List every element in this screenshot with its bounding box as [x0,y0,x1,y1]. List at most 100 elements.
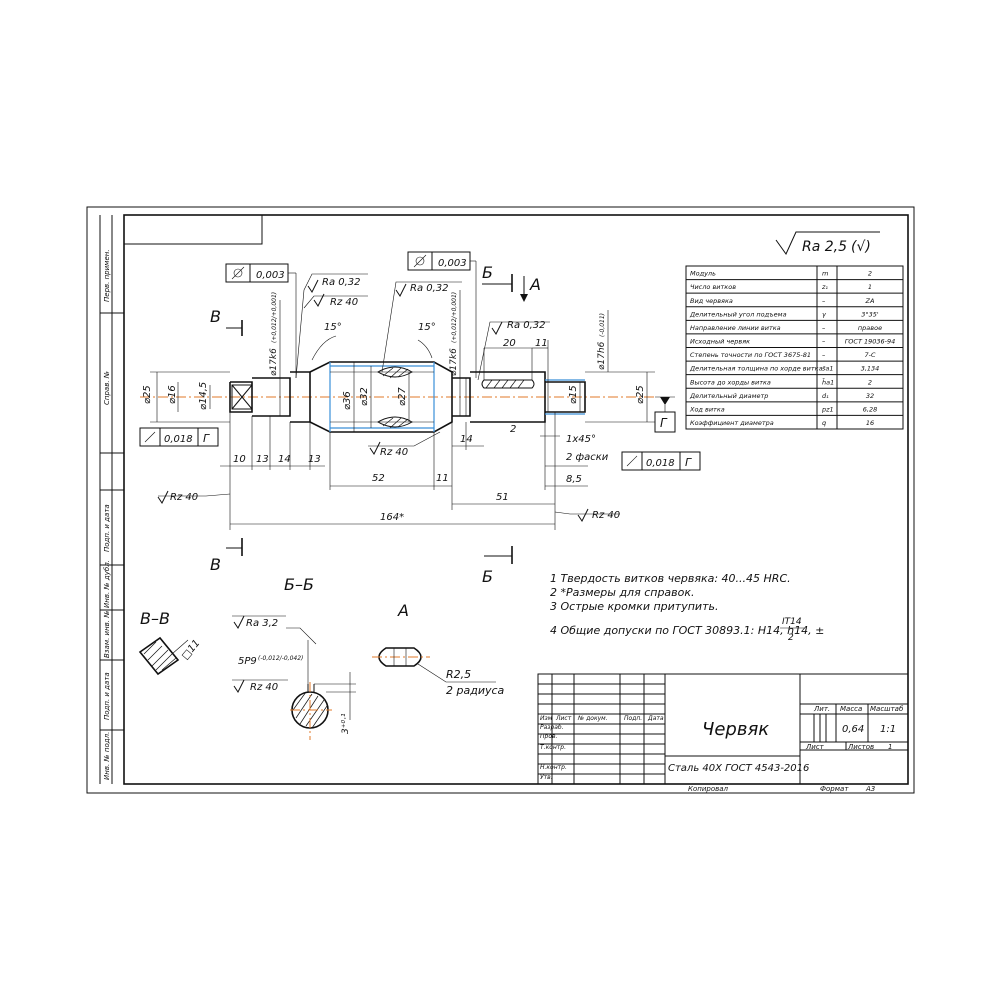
dim-d17k6-right-tol: (+0,012/+0,001) [451,292,458,343]
param-value: ZA [865,297,875,305]
len-14-b: 14 [460,434,473,445]
section-v-bottom: В [210,555,221,574]
param-name: Число витков [690,283,736,291]
tb-copied: Копировал [688,785,729,793]
param-symbol: h̄a1 [822,377,834,386]
angle-15-left: 15° [324,322,342,333]
tb-row-prov: Пров. [540,733,558,740]
dim-d17k6-left-tol: (+0,012/+0,001) [271,292,278,343]
side-label-2: Справ. № [103,371,111,405]
tol-cylindricity-1: 0,003 [256,270,285,281]
tb-row-nkontr: Н.контр. [540,764,567,771]
param-name: Делительный угол подъема [689,310,787,318]
dim-d17k6-left: ⌀17k6 [269,348,279,376]
rough-rz40-b: Rz 40 [380,447,408,458]
rough-ra032-b: Ra 0,32 [410,283,449,294]
param-symbol: pz1 [821,405,834,413]
tb-scale-label: Масштаб [870,705,904,713]
dim-d17h6: ⌀17h6 [597,341,607,370]
param-name: Ход витка [689,405,725,413]
param-symbol: z₁ [821,283,828,291]
tol-runout-1: 0,018 [164,434,193,445]
tb-mass: 0,64 [842,724,864,735]
tb-mass-label: Масса [840,705,862,713]
param-name: Делительный диаметр [689,392,768,400]
outer-frame [86,206,915,794]
tb-sheets-val: 1 [888,743,892,751]
param-name: Делительная толщина по хорде витка [689,365,823,373]
param-name: Направление линии витка [690,324,781,332]
dim-d17k6-right: ⌀17k6 [449,348,459,376]
side-label-6: Подп. и дата [103,672,111,720]
param-value: 2 [868,270,872,278]
tb-sheets: Листов [847,743,874,751]
param-value: 32 [866,392,874,400]
tb-row-utv: Утв. [540,774,553,781]
side-label-5: Взам. инв. № [103,610,111,658]
key-width: 5P9 [238,656,257,667]
tb-format-val: А3 [865,785,875,793]
param-symbol: – [822,351,825,359]
general-roughness-extra: (√) [851,239,871,255]
param-value: 2 [868,378,872,386]
param-symbol: d₁ [822,392,829,400]
side-strip: Перв. примен. Справ. № Подп. и дата Инв.… [99,215,124,784]
rough-rz40-d: Rz 40 [592,510,620,521]
param-value: 3°35' [861,310,879,318]
param-name: Вид червяка [690,297,733,305]
len-10: 10 [233,454,246,465]
note-4: 4 Общие допуски по ГОСТ 30893.1: H14, h1… [550,624,824,637]
len-8-5: 8,5 [566,474,582,485]
param-value: 16 [866,419,874,427]
datum-label: Г [660,416,668,430]
param-symbol: γ [822,310,827,318]
dim-d27: ⌀27 [397,387,408,406]
param-name: Модуль [690,270,716,278]
side-label-3: Подп. и дата [103,504,111,552]
dim-d25-left: ⌀25 [142,385,153,404]
len-52: 52 [372,473,385,484]
tb-col-doc: № докум. [577,715,608,722]
technical-notes: 1 Твердость витков червяка: 40...45 HRC.… [550,572,824,643]
side-label-4: Инв. № дубл. [103,560,111,608]
tb-row-tkontr: Т.контр. [540,744,566,751]
radius-count: 2 радиуса [446,684,505,697]
param-value: ГОСТ 19036-94 [845,338,896,346]
note-2: 2 *Размеры для справок. [550,586,695,599]
param-value: 6,28 [863,405,877,413]
len-13-b: 13 [308,454,321,465]
inner-frame [123,214,909,785]
dim-d14-5: ⌀14,5 [198,382,209,410]
section-v-top: В [210,307,221,326]
chamfer-1x45: 1x45° [566,434,596,445]
key-depth: 3⁺⁰·¹ [341,713,351,734]
top-left-stamp [124,215,263,245]
len-51: 51 [496,492,509,503]
tb-sheet: Лист [805,743,825,751]
param-symbol: – [822,338,825,346]
tol-runout-2-base: Г [685,456,692,469]
param-name: Исходный червяк [690,338,750,346]
radius-r2-5: R2,5 [446,668,471,681]
rough-rz40-e: Rz 40 [250,682,278,693]
view-a: А R2,5 2 радиуса [372,601,505,697]
param-value: 3,134 [861,365,880,373]
dim-d25-right: ⌀25 [635,385,646,404]
tb-col-date: Дата [647,715,664,722]
datum-g: Г [654,396,676,433]
part-material: Сталь 40Х ГОСТ 4543-2016 [668,763,809,774]
tb-col-izm: Изм [540,715,553,722]
rough-ra32: Ra 3,2 [246,618,278,629]
param-value: 1 [868,283,872,291]
title-block: Изм Лист № докум. Подп. Дата Разраб. Про… [537,673,909,793]
tb-col-list: Лист [555,715,572,722]
dim-d17h6-tol: (-0,011) [599,313,606,337]
worm-shaft-main-view: ⌀25 ⌀16 ⌀14,5 ⌀36 ⌀32 ⌀27 ⌀15 ⌀25 ⌀17k6 … [139,251,701,586]
rough-ra032-c: Ra 0,32 [507,320,546,331]
param-value: правое [858,324,882,332]
len-14-a: 14 [278,454,291,465]
param-value: 7-С [864,351,875,359]
general-roughness: Ra 2,5 (√) [775,231,880,255]
